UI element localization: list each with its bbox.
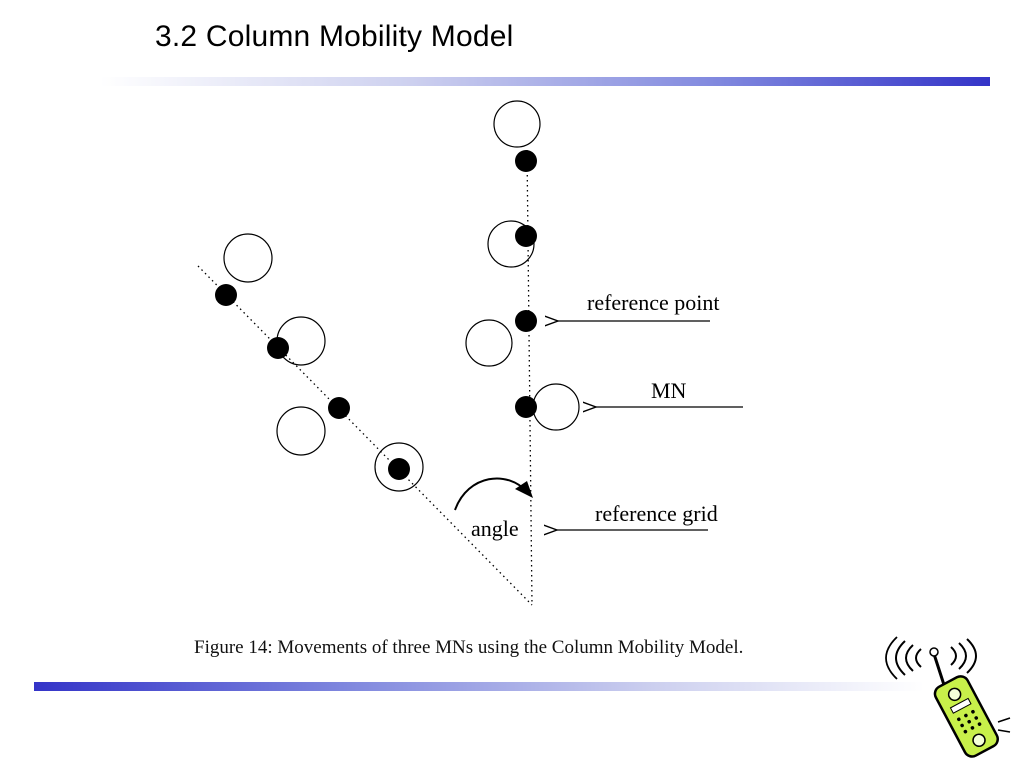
reference-point-label: reference point [587,290,720,315]
footer-rule [34,682,924,691]
mobile-node [374,442,424,492]
reference-grid-vertical [526,149,533,606]
reference-point [328,397,350,419]
reference-point [515,396,537,418]
mobile-node [487,220,535,268]
reference-point [515,310,537,332]
reference-point [515,150,537,172]
reference-point [515,225,537,247]
mn-label: MN [651,378,687,403]
title-underline [100,77,990,86]
slide-title: 3.2 Column Mobility Model [155,20,514,53]
angle-arrowhead [515,481,533,498]
mobile-phone-signal-icon [885,636,1011,758]
angle-label: angle [471,516,519,541]
reference-grid-label: reference grid [595,501,718,526]
figure-caption: Figure 14: Movements of three MNs using … [194,637,744,658]
mobile-node [276,406,326,456]
mobile-node [532,383,580,431]
reference-point [388,458,410,480]
mobile-node [223,233,273,283]
reference-grid-diagonal [197,265,533,606]
angle-arc [454,477,528,511]
mobile-node [465,319,513,367]
mobile-node [493,100,541,148]
mobile-node [276,316,326,366]
reference-point [215,284,237,306]
